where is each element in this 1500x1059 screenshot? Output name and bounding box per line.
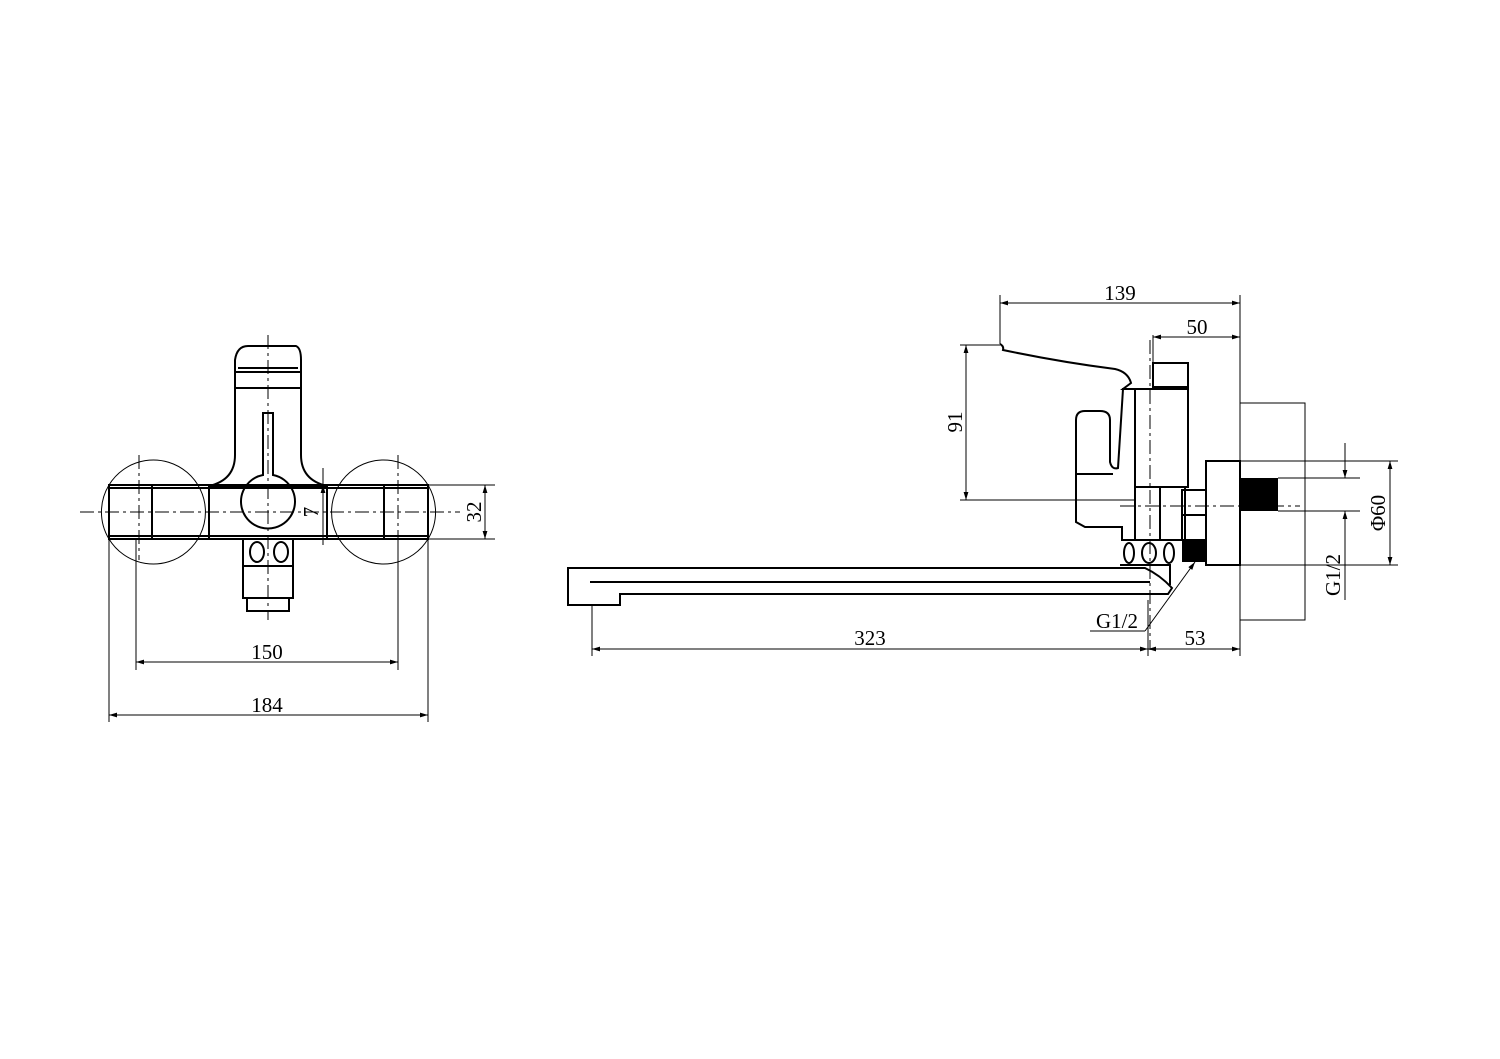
- dim-center-distance: 150: [251, 640, 283, 664]
- lever-slot: [240, 412, 296, 530]
- side-view: 139 50 91 323 53 G1/2 G1/2 Φ60: [567, 281, 1398, 656]
- spout: [567, 567, 1174, 606]
- wall-flange-right: [331, 459, 429, 565]
- dim-offset: 7: [299, 507, 323, 518]
- label-outlet-thread: G1/2: [1096, 609, 1138, 633]
- cartridge: [1152, 362, 1189, 388]
- dim-overall-width: 184: [251, 693, 283, 717]
- wall-flange: [1205, 460, 1241, 566]
- lever-handle: [999, 343, 1154, 390]
- lever-cap: [234, 345, 302, 389]
- dim-flange-diameter: Φ60: [1366, 495, 1390, 531]
- dim-wall-offset: 53: [1185, 626, 1206, 650]
- mixer-body: [1075, 388, 1186, 541]
- label-inlet-thread: G1/2: [1321, 554, 1345, 596]
- front-view: 7 32 150 184: [80, 335, 495, 722]
- dim-body-depth: 50: [1187, 315, 1208, 339]
- wall-flange-left: [108, 459, 206, 565]
- dim-height: 91: [943, 412, 967, 433]
- dim-lever-reach: 139: [1104, 281, 1136, 305]
- dim-spout-length: 323: [854, 626, 886, 650]
- thread: [1182, 540, 1206, 562]
- dim-body-height: 32: [462, 502, 486, 523]
